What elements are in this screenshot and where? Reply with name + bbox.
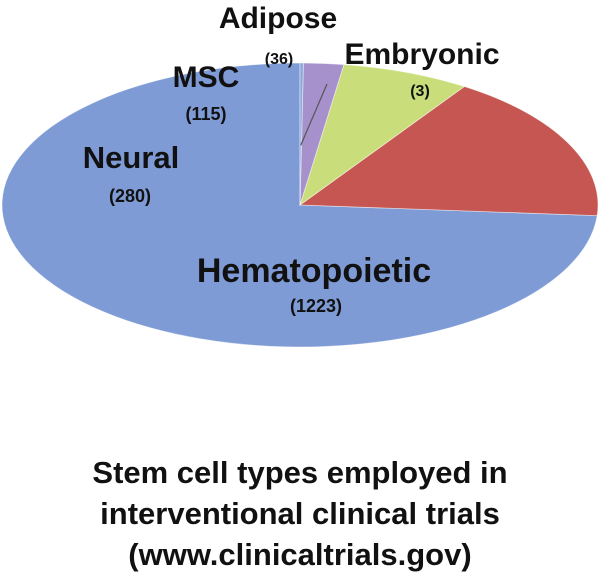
slice-label-neural: Neural <box>83 140 179 175</box>
slice-neural <box>298 86 599 217</box>
slice-value-msc: (115) <box>185 104 226 124</box>
slice-msc <box>299 64 466 207</box>
slice-value-adipose: (36) <box>265 51 293 68</box>
embryonic-leader-line <box>300 83 328 146</box>
slice-label-hematopoietic: Hematopoietic <box>197 252 431 290</box>
slice-label-msc: MSC <box>173 61 240 94</box>
caption-line-3: (www.clinicaltrials.gov) <box>128 537 472 572</box>
slice-embryonic <box>299 62 304 206</box>
slice-label-adipose: Adipose <box>219 2 337 35</box>
chart-caption: Stem cell types employed in intervention… <box>0 452 600 575</box>
caption-line-1: Stem cell types employed in <box>92 455 508 490</box>
slice-label-embryonic: Embryonic <box>344 38 499 71</box>
slice-value-neural: (280) <box>109 186 151 206</box>
slice-value-hematopoietic: (1223) <box>290 296 342 316</box>
slice-value-embryonic: (3) <box>410 83 430 100</box>
pie-chart: Hematopoietic (1223) Neural (280) MSC (1… <box>1 2 599 348</box>
caption-line-2: interventional clinical trials <box>100 496 500 531</box>
pie-slices <box>1 62 599 348</box>
